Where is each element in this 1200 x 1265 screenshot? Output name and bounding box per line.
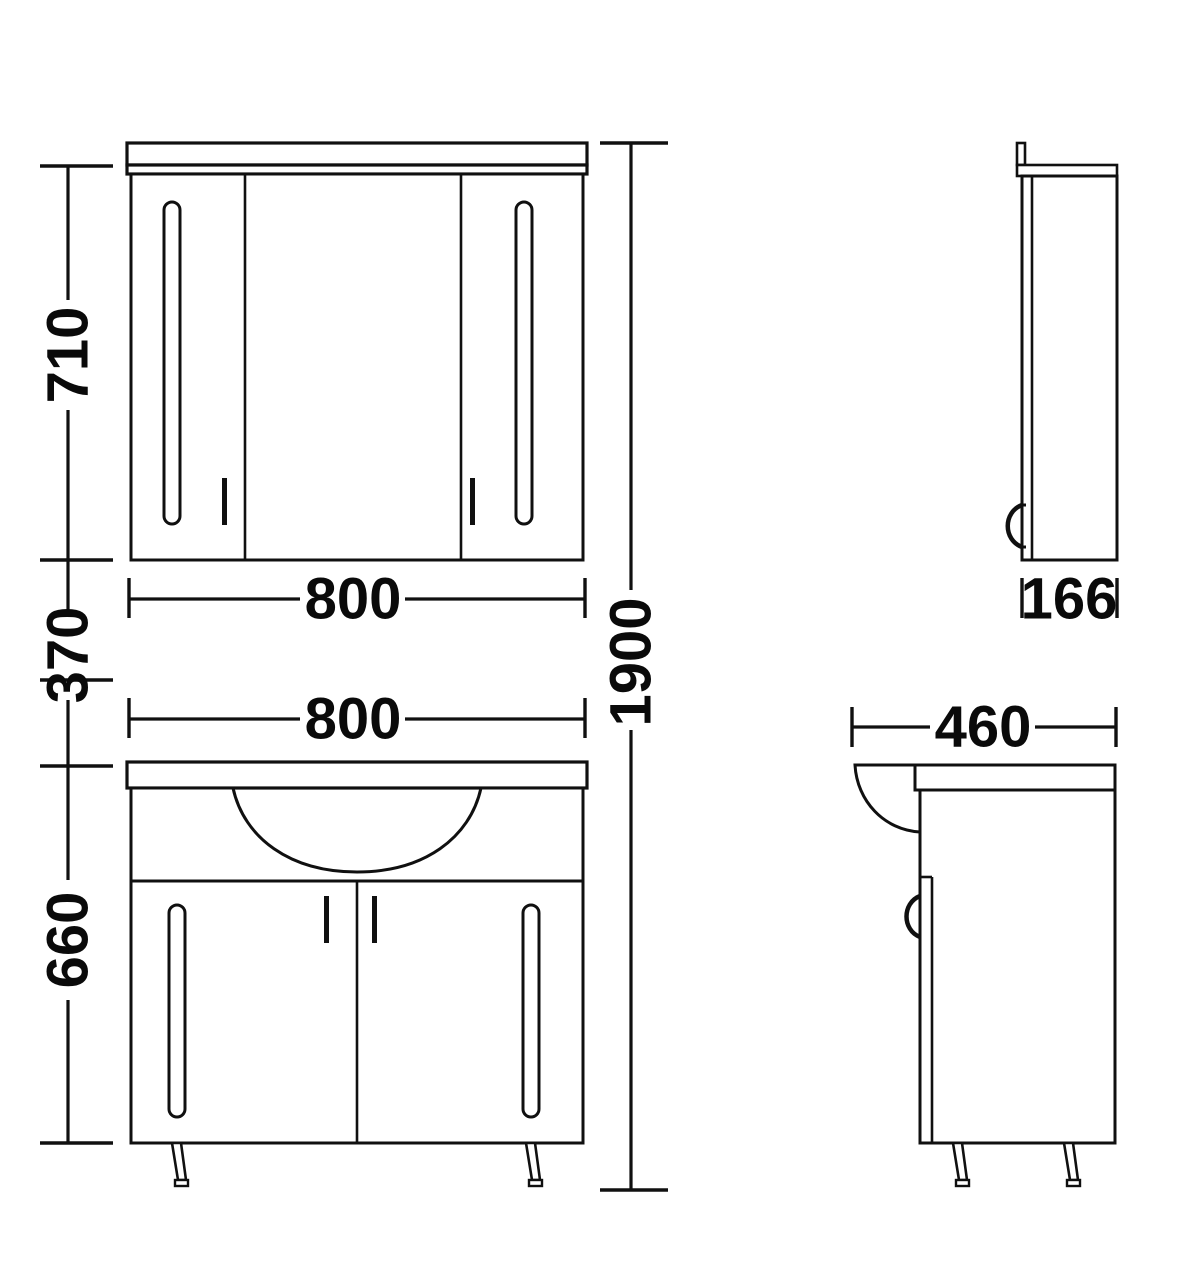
vanity-right-door-handle[interactable] bbox=[372, 896, 377, 943]
mirror-cabinet-side-handle-icon[interactable] bbox=[1005, 502, 1024, 550]
dim-label-800-bottom: 800 bbox=[305, 687, 402, 752]
mirror-cabinet-left-decor-strip bbox=[162, 200, 182, 526]
mirror-cabinet-right-door-handle[interactable] bbox=[470, 478, 475, 525]
vanity-side-right-leg bbox=[1062, 1141, 1082, 1188]
vanity-side-body bbox=[918, 788, 1117, 1145]
mirror-cabinet-side-body bbox=[1020, 174, 1119, 562]
vanity-side-handle-icon[interactable] bbox=[904, 893, 922, 940]
vanity-front-view bbox=[125, 760, 589, 1188]
mirror-cabinet-side-view bbox=[1005, 141, 1119, 562]
vanity-depth-dimension: 460 bbox=[850, 695, 1118, 760]
dim-label-1900: 1900 bbox=[599, 597, 664, 726]
vanity-right-decor-strip bbox=[521, 903, 541, 1119]
vanity-basin-apron bbox=[129, 786, 585, 883]
dim-label-710: 710 bbox=[36, 307, 101, 404]
mirror-cabinet-side-upstand bbox=[1015, 141, 1027, 167]
mirror-cabinet-side-cornice bbox=[1015, 163, 1119, 178]
dim-label-166: 166 bbox=[1021, 567, 1118, 632]
vanity-side-left-leg bbox=[951, 1141, 971, 1188]
mirror-cabinet-body bbox=[129, 172, 585, 562]
left-dimension-chain: 710 370 660 bbox=[36, 164, 113, 1145]
mirror-cabinet-left-door-handle[interactable] bbox=[222, 478, 227, 525]
mirror-cabinet-front-view bbox=[125, 141, 589, 562]
mirror-cabinet-width-dimension: 800 bbox=[127, 567, 587, 632]
vanity-left-decor-strip bbox=[167, 903, 187, 1119]
overall-height-dimension: 1900 bbox=[599, 141, 668, 1192]
vanity-left-door-handle[interactable] bbox=[324, 896, 329, 943]
mirror-cabinet-depth-dimension: 166 bbox=[1020, 567, 1119, 632]
dim-label-800-top: 800 bbox=[305, 567, 402, 632]
vanity-front-right-leg bbox=[524, 1141, 544, 1188]
mirror-cabinet-right-decor-strip bbox=[514, 200, 534, 526]
dim-label-660: 660 bbox=[36, 892, 101, 989]
vanity-side-countertop bbox=[913, 763, 1117, 792]
vanity-side-view bbox=[853, 763, 1117, 1188]
dim-label-460: 460 bbox=[935, 695, 1032, 760]
vanity-countertop-slab bbox=[125, 760, 589, 790]
dim-label-370: 370 bbox=[36, 607, 101, 704]
vanity-front-left-leg bbox=[170, 1141, 190, 1188]
vanity-width-dimension: 800 bbox=[127, 687, 587, 752]
mirror-cabinet-cornice bbox=[125, 141, 589, 167]
